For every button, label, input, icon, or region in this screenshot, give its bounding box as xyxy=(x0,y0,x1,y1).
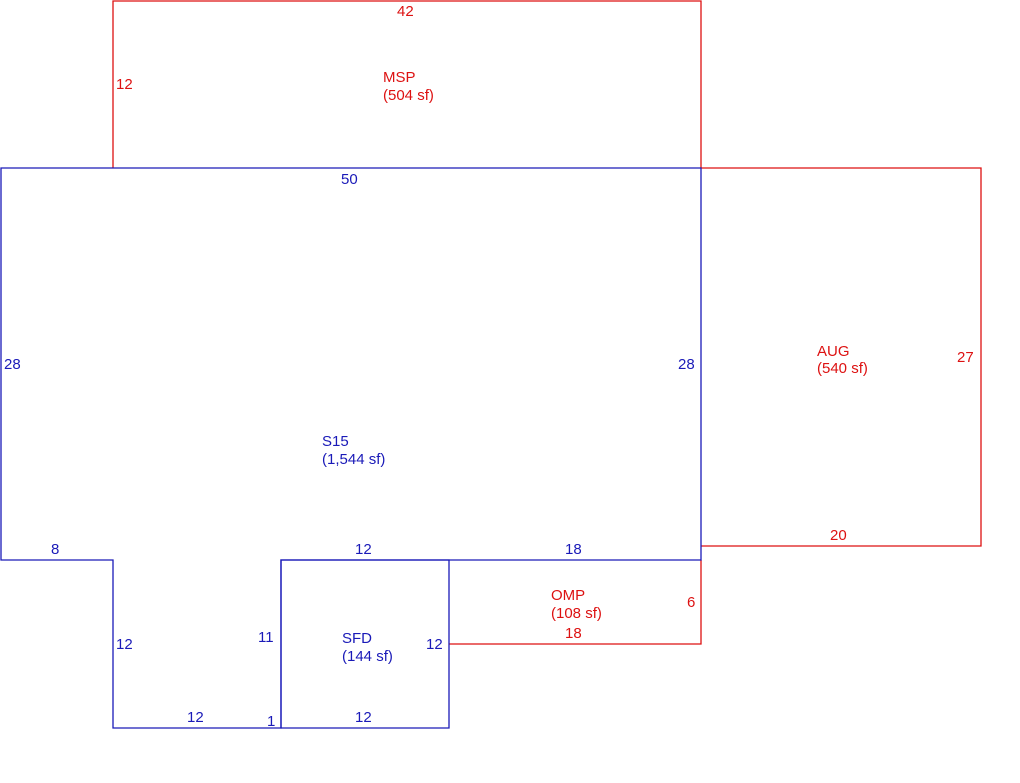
s15-left-dimension: 28 xyxy=(4,356,21,373)
s15-notch-left-dimension: 12 xyxy=(116,636,133,653)
msp-area-label: (504 sf) xyxy=(383,87,434,104)
s15-area-label: (1,544 sf) xyxy=(322,451,385,468)
s15-right-dimension: 28 xyxy=(678,356,695,373)
s15-notch-bottom-dimension: 12 xyxy=(187,709,204,726)
sfd-outline xyxy=(280,559,450,729)
s15-code-label: S15 xyxy=(322,433,349,450)
s15-top-dimension: 50 xyxy=(341,171,358,188)
omp-outline xyxy=(449,560,702,645)
sfd-right-dimension: 12 xyxy=(426,636,443,653)
s15-bottom-mid-dimension: 12 xyxy=(355,541,372,558)
msp-code-label: MSP xyxy=(383,69,416,86)
s15-bottom-left-dimension: 8 xyxy=(51,541,59,558)
msp-top-dimension: 42 xyxy=(397,3,414,20)
omp-bottom-dimension: 18 xyxy=(565,625,582,642)
sfd-bottom-dimension: 12 xyxy=(355,709,372,726)
aug-outline xyxy=(701,167,982,547)
aug-code-label: AUG xyxy=(817,343,850,360)
s15-notch-jog-dimension: 1 xyxy=(267,713,275,730)
msp-left-dimension: 12 xyxy=(116,76,133,93)
sfd-area-label: (144 sf) xyxy=(342,648,393,665)
s15-bottom-right-dimension: 18 xyxy=(565,541,582,558)
s15-notch-right-dimension: 11 xyxy=(258,629,274,646)
omp-code-label: OMP xyxy=(551,587,585,604)
aug-area-label: (540 sf) xyxy=(817,360,868,377)
omp-right-dimension: 6 xyxy=(687,594,695,611)
omp-area-label: (108 sf) xyxy=(551,605,602,622)
sfd-code-label: SFD xyxy=(342,630,372,647)
msp-outline xyxy=(112,0,702,168)
aug-right-dimension: 27 xyxy=(957,349,974,366)
aug-bottom-dimension: 20 xyxy=(830,527,847,544)
